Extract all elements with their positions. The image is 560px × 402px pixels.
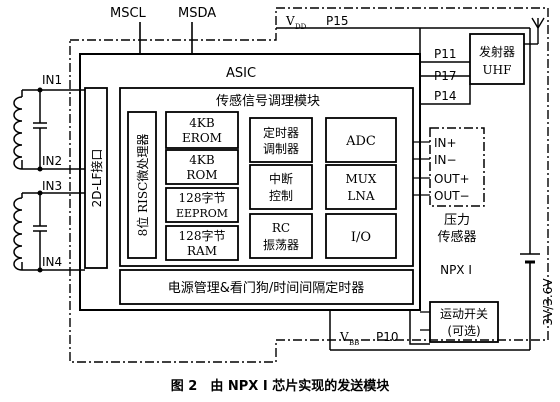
timer-line2: 调制器 — [263, 142, 299, 156]
eeprom-line1: 128字节 — [179, 190, 226, 205]
sensor-module-title: 传感信号调理模块 — [216, 93, 320, 109]
rom-line2: ROM — [186, 168, 217, 182]
power-management-block — [119, 269, 414, 305]
transmitter-block — [469, 33, 525, 85]
power-management-label: 电源管理&看门狗/时间间隔定时器 — [168, 280, 365, 296]
in3-label: IN3 — [42, 179, 62, 193]
lf-coil-upper — [13, 87, 85, 172]
pressure-out-plus: OUT+ — [434, 172, 470, 186]
rc-osc-block — [249, 213, 313, 259]
erom-block — [165, 111, 239, 149]
lf-interface-label: 2D-LF接口 — [89, 149, 104, 208]
interrupt-line2: 控制 — [269, 189, 293, 203]
antenna-icon — [524, 17, 545, 45]
risc-label: 8位 RISC微处理器 — [135, 134, 150, 237]
adc-label: ADC — [345, 134, 376, 149]
in4-label: IN4 — [42, 255, 62, 269]
pressure-label-line2: 传感器 — [437, 229, 476, 245]
ram-line1: 128字节 — [179, 228, 226, 243]
sensor-module-block — [119, 87, 414, 267]
lf-interface-block — [84, 87, 108, 269]
p10-label: P10 — [376, 330, 399, 344]
p10-line — [409, 310, 430, 345]
pressure-in-plus: IN+ — [434, 136, 457, 150]
battery-icon — [330, 253, 540, 351]
risc-block — [127, 111, 157, 259]
asic-title: ASIC — [226, 66, 256, 81]
vdd-label: V — [285, 14, 295, 28]
npx-package-boundary — [69, 7, 549, 363]
battery-label: 3V/3.6V — [541, 278, 555, 326]
vdd-subscript: DD — [295, 23, 307, 31]
npx-label: NPX I — [440, 263, 472, 277]
p17-label: P17 — [434, 69, 457, 83]
transmitter-line2: UHF — [483, 63, 512, 77]
rom-line1: 4KB — [189, 153, 215, 167]
mux-line2: LNA — [347, 189, 374, 203]
rc-osc-line1: RC — [272, 221, 290, 235]
eeprom-block — [165, 187, 239, 223]
in1-label: IN1 — [42, 73, 62, 87]
interrupt-line1: 中断 — [269, 171, 293, 186]
lf-coil-lower — [13, 190, 85, 273]
vbb-label: V — [339, 330, 349, 344]
mux-block — [325, 164, 397, 210]
transmitter-line1: 发射器 — [479, 44, 515, 59]
pressure-in-minus: IN− — [434, 153, 457, 167]
adc-block — [325, 117, 397, 163]
motion-switch-line2: (可选) — [447, 324, 480, 338]
msda-label: MSDA — [178, 6, 216, 21]
io-block — [325, 213, 397, 259]
rc-osc-line2: 振荡器 — [263, 238, 299, 252]
rom-block — [165, 149, 239, 185]
erom-line2: EROM — [182, 131, 222, 145]
ram-line2: RAM — [187, 244, 217, 258]
timer-line1: 定时器 — [263, 125, 299, 140]
p14-line — [420, 84, 471, 105]
in2-label: IN2 — [42, 154, 62, 168]
p15-label: P15 — [326, 14, 349, 28]
eeprom-line2: EEPROM — [176, 207, 228, 220]
mux-line1: MUX — [346, 172, 377, 186]
io-label: I/O — [351, 230, 371, 245]
pressure-out-minus: OUT− — [434, 189, 470, 203]
ram-block — [165, 225, 239, 261]
motion-switch-block — [429, 301, 499, 343]
timer-block — [249, 117, 313, 163]
motion-switch-line1: 运动开关 — [440, 307, 488, 321]
vbb-subscript: BB — [349, 339, 359, 347]
mscl-label: MSCL — [110, 6, 147, 21]
pressure-label-line1: 压力 — [444, 213, 470, 228]
p11-label: P11 — [434, 47, 457, 61]
interrupt-block — [249, 164, 313, 210]
pressure-sensor-block — [429, 127, 485, 207]
asic-block — [79, 53, 421, 311]
p14-label: P14 — [434, 89, 457, 103]
figure-caption: 图 2 由 NPX I 芯片实现的发送模块 — [171, 378, 390, 394]
erom-line1: 4KB — [189, 116, 215, 130]
